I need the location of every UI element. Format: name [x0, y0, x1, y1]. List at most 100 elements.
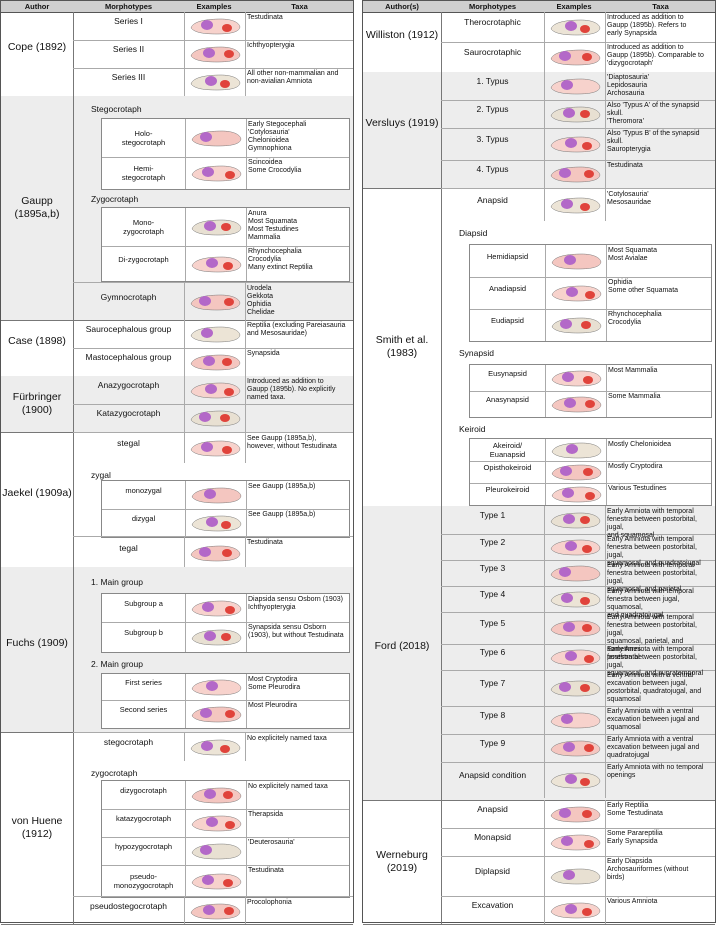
morphotype-label: Type 2 — [479, 537, 506, 547]
skull-illustration — [551, 317, 602, 334]
taxa-text: Early Amniota with a ventral excavation … — [607, 736, 700, 759]
skull-illustration — [190, 18, 241, 35]
morphotype-label: 2. Typus — [476, 104, 509, 114]
skull-example — [185, 594, 247, 622]
skull-illustration — [190, 903, 241, 919]
taxa-text: Therapsida — [248, 811, 284, 818]
skull-illustration — [190, 440, 241, 457]
taxa-text: Most Squamata Most Avialae — [608, 247, 658, 262]
author-label: Versluys (1919) — [365, 117, 439, 129]
skull-example — [185, 157, 247, 189]
author-divider — [73, 567, 74, 732]
skull-example — [544, 128, 606, 160]
header-taxa: Taxa — [652, 2, 669, 11]
morphotype-label: 4. Typus — [476, 164, 509, 174]
taxa-text: Scincoidea Some Crocodylia — [248, 159, 302, 174]
taxa-text: Testudinata — [607, 162, 643, 169]
taxa-text: Synapsida — [247, 350, 280, 357]
skull-example — [184, 348, 246, 376]
taxa-text: 'Deuterosauria' — [248, 839, 295, 846]
skull-illustration — [190, 46, 241, 63]
morphotype-label: 1. Typus — [476, 76, 509, 86]
taxa-text: Early Amniota with a ventral excavation … — [607, 672, 702, 703]
skull-illustration — [551, 464, 602, 481]
morphotype-label: Katazygocrotaph — [96, 408, 161, 418]
skull-illustration — [550, 78, 601, 95]
table-row: Type 9 Early Amniota with a ventral excav… — [441, 734, 715, 763]
taxa-text: Various Testudines — [608, 485, 667, 492]
skull-example — [545, 391, 607, 417]
taxa-text: Early Reptilia Some Testudinata — [607, 802, 663, 817]
skull-illustration — [190, 739, 241, 756]
taxa-text: Early Amniota with no temporal openings — [607, 764, 704, 779]
skull-example — [545, 277, 607, 309]
morphotype-label: Type 9 — [479, 738, 506, 748]
author-label: Werneburg (2019) — [376, 849, 428, 874]
morphotype-label: monozygal — [125, 486, 162, 495]
taxa-text: Early Amniota with temporal fenestra bet… — [607, 562, 697, 593]
morphotype-label: Eudiapsid — [491, 316, 524, 325]
skull-illustration — [551, 370, 602, 387]
morphotype-label: Subgroup b — [124, 628, 163, 637]
skull-illustration — [191, 256, 242, 272]
taxa-text: No explicitely named taxa — [247, 735, 327, 742]
author-label: Smith et al. (1983) — [375, 334, 429, 359]
author-group: Smith et al. (1983)Anapsid'Cotylosauria'… — [363, 188, 715, 507]
skull-illustration — [190, 354, 241, 371]
taxa-text: Urodela Gekkota Ophidia Chelidae — [247, 285, 275, 316]
taxa-text: Introduced as addition to Gaupp (1895b).… — [607, 14, 687, 37]
skull-example — [184, 283, 246, 321]
skull-illustration — [191, 873, 242, 890]
morphotype-label: Type 4 — [479, 589, 506, 599]
skull-illustration — [550, 902, 601, 919]
morphotype-label: Anasynapsid — [486, 395, 529, 404]
morphotype-label: Therocrotaphic — [464, 17, 521, 27]
morphotype-label: Anazygocrotaph — [97, 380, 160, 390]
skull-example — [184, 68, 246, 96]
skull-illustration — [551, 396, 602, 413]
skull-example — [185, 119, 247, 157]
skull-example — [184, 12, 246, 40]
morphotype-label: Saurocephalous group — [85, 324, 172, 334]
morphotype-label: Eusynapsid — [488, 369, 527, 378]
skull-illustration — [550, 106, 601, 123]
taxa-text: See Gaupp (1895a,b) — [248, 511, 316, 518]
skull-example — [544, 706, 606, 734]
skull-illustration — [191, 787, 242, 804]
skull-example — [544, 856, 606, 896]
taxa-text: Procolophonia — [247, 899, 292, 906]
skull-example — [544, 160, 606, 188]
skull-example — [184, 433, 246, 463]
skull-illustration — [191, 600, 242, 617]
skull-illustration — [551, 285, 602, 302]
morphotype-label: Series I — [114, 16, 143, 26]
author-divider — [441, 188, 442, 506]
skull-example — [184, 897, 246, 924]
section-title: Diapsid — [459, 228, 488, 238]
skull-example — [184, 40, 246, 68]
skull-example — [544, 72, 606, 100]
taxa-text: 'Diaptosauria' Lepidosauria Archosauria — [607, 74, 649, 97]
